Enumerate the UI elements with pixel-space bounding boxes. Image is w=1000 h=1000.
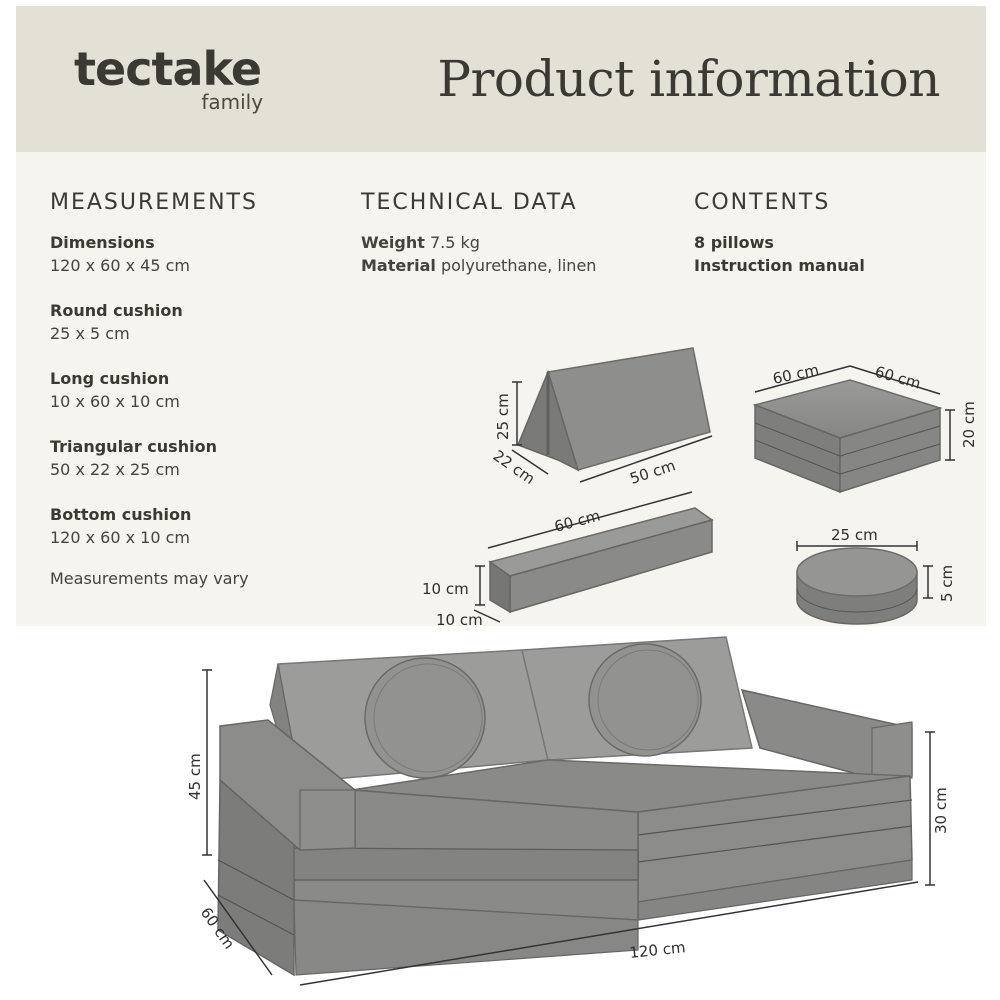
technical-column: TECHNICAL DATA Weight 7.5 kg Material po… — [361, 190, 596, 277]
contents-item: Instruction manual — [694, 256, 865, 275]
measurement-label: Dimensions — [50, 233, 155, 252]
measurement-label: Round cushion — [50, 301, 183, 320]
measurement-value: 10 x 60 x 10 cm — [50, 392, 180, 411]
measurements-heading: MEASUREMENTS — [50, 190, 258, 215]
weight-value: 7.5 kg — [430, 233, 480, 252]
long-length-label: 60 cm — [552, 506, 602, 535]
measurement-value: 120 x 60 x 45 cm — [50, 256, 191, 275]
measurement-label: Long cushion — [50, 369, 170, 388]
measurement-item: Dimensions 120 x 60 x 45 cm — [50, 231, 258, 277]
long-dimension-lines — [473, 491, 693, 623]
sofa-image — [217, 636, 913, 977]
page-title: Product information — [437, 50, 940, 108]
measurement-value: 120 x 60 x 10 cm — [50, 528, 191, 547]
material-label: Material — [361, 256, 436, 275]
square-dimension-lines — [754, 365, 955, 461]
long-height-label: 10 cm — [422, 580, 469, 598]
measurements-column: MEASUREMENTS Dimensions 120 x 60 x 45 cm… — [50, 190, 258, 588]
material-row: Material polyurethane, linen — [361, 254, 596, 277]
square-height-label: 20 cm — [960, 401, 978, 448]
sofa-width-label: 120 cm — [629, 938, 687, 962]
triangle-height-label: 25 cm — [494, 393, 512, 440]
square-depth-label: 60 cm — [873, 363, 923, 393]
sofa-dimension-lines — [202, 669, 935, 986]
triangle-width-label: 50 cm — [628, 456, 678, 488]
contents-item: 8 pillows — [694, 233, 774, 252]
round-cushion-image — [796, 547, 918, 625]
measurement-value: 25 x 5 cm — [50, 324, 130, 343]
technical-heading: TECHNICAL DATA — [361, 190, 578, 215]
long-cushion-image — [488, 507, 714, 614]
material-value: polyurethane, linen — [440, 256, 597, 275]
measurement-item: Long cushion 10 x 60 x 10 cm — [50, 367, 258, 413]
triangle-depth-label: 22 cm — [490, 447, 539, 489]
contents-heading: CONTENTS — [694, 190, 831, 215]
measurement-item: Round cushion 25 x 5 cm — [50, 299, 258, 345]
square-cushion-image — [752, 379, 943, 494]
brand-logo: tectake family — [74, 42, 263, 114]
measurement-item: Triangular cushion 50 x 22 x 25 cm — [50, 435, 258, 481]
measurement-item: Bottom cushion 120 x 60 x 10 cm — [50, 503, 258, 549]
measurement-value: 50 x 22 x 25 cm — [50, 460, 180, 479]
brand-sub: family — [201, 90, 264, 114]
sofa-seat-height-label: 30 cm — [932, 787, 950, 834]
measurement-label: Triangular cushion — [50, 437, 217, 456]
measurement-note: Measurements may vary — [50, 569, 249, 588]
sofa-height-label: 45 cm — [186, 753, 204, 800]
round-diameter-label: 25 cm — [831, 526, 878, 544]
triangle-dimension-lines — [511, 381, 713, 483]
weight-row: Weight 7.5 kg — [361, 231, 596, 254]
contents-column: CONTENTS 8 pillows Instruction manual — [694, 190, 865, 277]
header-band: tectake family Product information — [16, 6, 986, 152]
square-width-label: 60 cm — [771, 361, 820, 388]
round-height-label: 5 cm — [938, 565, 956, 602]
brand-name: tectake — [74, 42, 262, 96]
round-dimension-lines — [796, 541, 933, 599]
measurement-label: Bottom cushion — [50, 505, 192, 524]
long-depth-label: 10 cm — [436, 611, 483, 629]
weight-label: Weight — [361, 233, 425, 252]
triangular-cushion-image — [517, 347, 711, 472]
